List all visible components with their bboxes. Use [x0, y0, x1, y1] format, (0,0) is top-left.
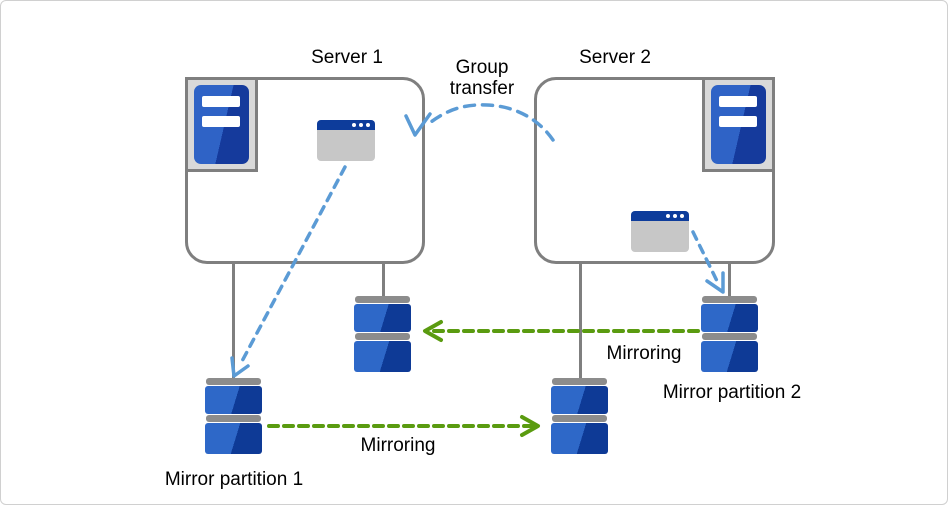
disk-cap	[206, 378, 261, 385]
server2-data-disk-icon	[551, 378, 608, 454]
server2-server-icon	[702, 77, 775, 172]
group-transfer-arrow	[404, 103, 555, 142]
mirroring-arrow-upper	[423, 320, 700, 342]
mirror-partition-1-label: Mirror partition 1	[164, 469, 304, 490]
mirror-partition-2-label: Mirror partition 2	[662, 382, 802, 403]
server-drive-bay	[202, 116, 240, 127]
app-window-dots-icon	[666, 214, 684, 218]
server-drive-bay	[202, 96, 240, 107]
server1-label: Server 1	[311, 47, 383, 68]
disk-cap	[355, 333, 410, 340]
disk-platter	[701, 304, 758, 332]
disk-cap	[355, 296, 410, 303]
disk-platter	[354, 304, 411, 332]
server1-data-disk-icon	[354, 296, 411, 372]
server2-label: Server 2	[579, 47, 651, 68]
disk-platter	[354, 341, 411, 372]
disk-platter	[205, 386, 262, 414]
app-titlebar	[317, 120, 375, 130]
application-b-icon	[631, 211, 689, 252]
group-transfer-label-line1: Group	[455, 57, 509, 78]
mirroring-arrow-lower	[267, 415, 540, 437]
disk-platter	[701, 341, 758, 372]
disk-cap	[552, 415, 607, 422]
disk-cap	[702, 296, 757, 303]
group-transfer-label-line2: transfer	[449, 78, 515, 99]
mirror-partition-2-disk-icon	[701, 296, 758, 372]
server-drive-bay	[719, 96, 757, 107]
disk-cap	[206, 415, 261, 422]
app-window-dots-icon	[352, 123, 370, 127]
server-tower-icon	[711, 85, 766, 164]
mirror-partition-1-disk-icon	[205, 378, 262, 454]
server1-server-icon	[185, 77, 258, 172]
disk-platter	[205, 423, 262, 454]
group-transfer-label: Group transfer	[450, 57, 514, 99]
mirroring-lower-label: Mirroring	[360, 435, 436, 456]
application-a-icon	[317, 120, 375, 161]
disk-platter	[551, 423, 608, 454]
server-tower-icon	[194, 85, 249, 164]
disk-platter	[551, 386, 608, 414]
app-titlebar	[631, 211, 689, 221]
disk-cap	[702, 333, 757, 340]
disk-cap	[552, 378, 607, 385]
server-drive-bay	[719, 116, 757, 127]
mirroring-upper-label: Mirroring	[606, 343, 682, 364]
